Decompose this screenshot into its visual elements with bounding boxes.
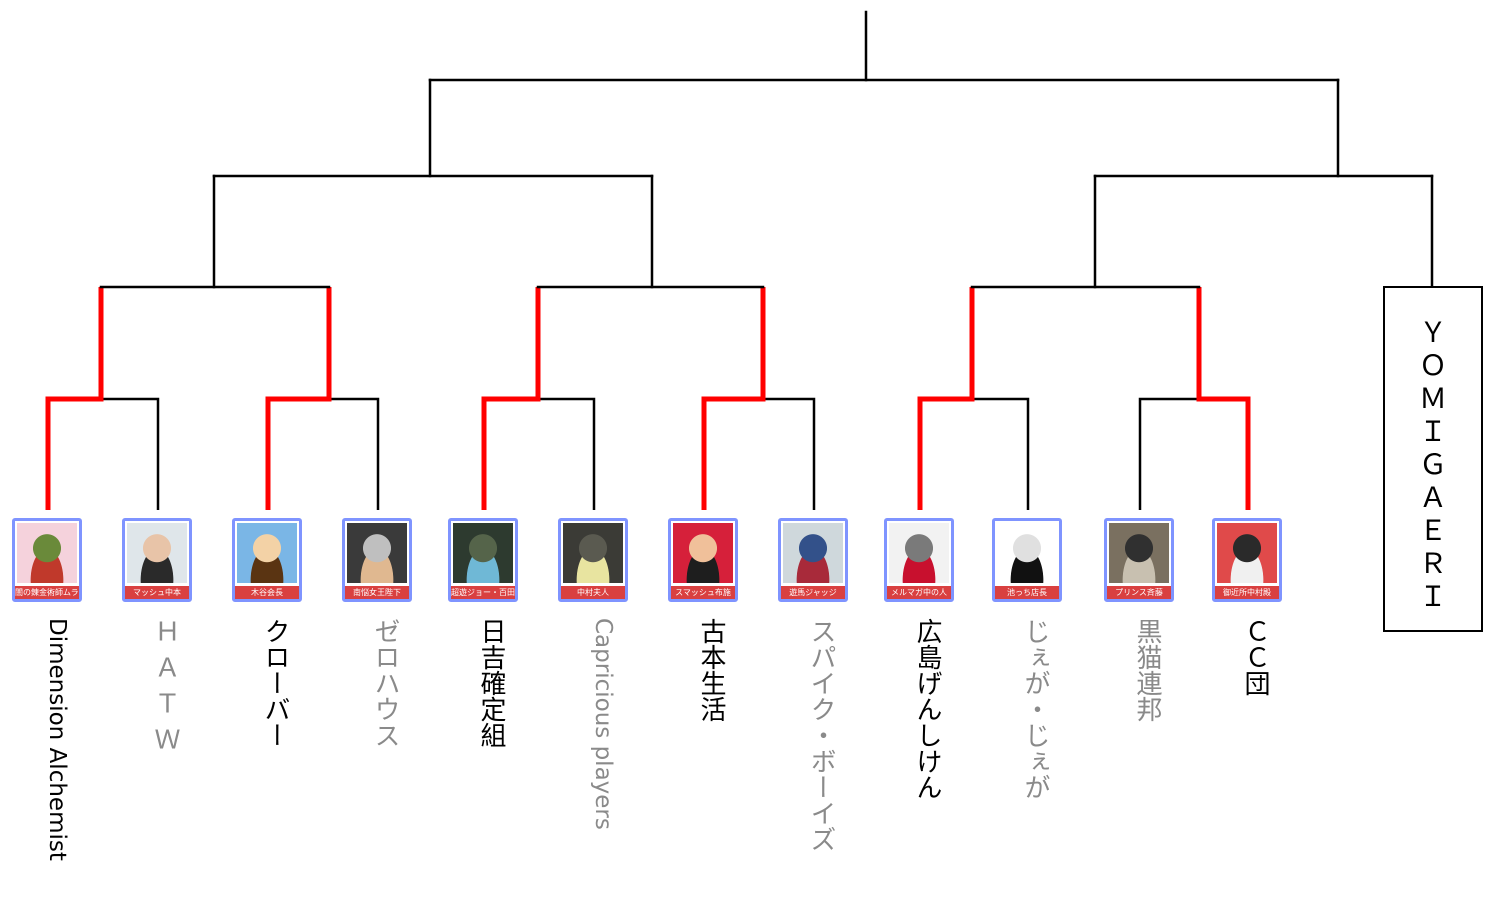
bye-letter: Ｒ [1418,548,1447,579]
entrant-avatar: 南悩女王陛下 [342,518,412,602]
bracket-leg-winner [917,287,975,510]
bracket-leg-winner [481,287,541,510]
bye-letter: Ｏ [1418,350,1447,381]
entrant-team-name: ＨＡＴＷ [150,618,180,762]
bye-letter: Ｍ [1418,383,1447,414]
bracket-leg-loser [763,397,816,510]
avatar-photo [347,523,407,583]
entrant-avatar: 中村夫人 [558,518,628,602]
entrant-avatar: 木谷会長 [232,518,302,602]
entrant-team-name: Dimension Alchemist [44,618,70,861]
entrant-team-name: 広島げんしけん [912,618,942,800]
entrant-avatar: 池っち店長 [992,518,1062,602]
avatar-photo [783,523,843,583]
avatar-nameplate: 南悩女王陛下 [345,586,409,599]
avatar-photo [453,523,513,583]
bracket-leg-loser [972,397,1030,510]
avatar-nameplate: マッシュ中本 [125,586,189,599]
avatar-photo [1217,523,1277,583]
avatar-photo [1109,523,1169,583]
avatar-photo [563,523,623,583]
avatar-photo [997,523,1057,583]
entrant-team-name: じぇが・じぇが [1020,618,1050,800]
entrant-avatar: メルマガ中の人 [884,518,954,602]
avatar-nameplate: スマッシュ布施 [671,586,735,599]
bracket-leg-loser [101,397,160,510]
avatar-nameplate: 中村夫人 [561,586,625,599]
bye-letter: Ｉ [1418,581,1447,612]
avatar-photo [673,523,733,583]
entrant-avatar: 御近所中村殿 [1212,518,1282,602]
bye-letter: Ａ [1418,482,1447,513]
bracket-leg-loser [329,397,380,510]
bracket-leg-loser [538,397,596,510]
entrant-avatar: 闇の錬金術師ムラナコ [12,518,82,602]
avatar-nameplate: プリンス斉藤 [1107,586,1171,599]
entrant-team-name: スパイク・ボーイズ [806,618,836,852]
bracket-leg-loser [1138,397,1199,510]
avatar-nameplate: 御近所中村殿 [1215,586,1279,599]
bye-letter: Ｉ [1418,416,1447,447]
entrant-team-name: Capricious players [590,618,616,830]
avatar-nameplate: 闇の錬金術師ムラナコ [15,586,79,599]
entrant-avatar: スマッシュ布施 [668,518,738,602]
entrant-team-name: クローバー [260,618,290,748]
avatar-photo [237,523,297,583]
avatar-photo [889,523,949,583]
avatar-nameplate: 遊馬ジャッジ [781,586,845,599]
bracket-leg-winner [701,287,766,510]
avatar-nameplate: 池っち店長 [995,586,1059,599]
avatar-photo [127,523,187,583]
avatar-photo [17,523,77,583]
avatar-nameplate: 超遊ジョー・百田 [451,586,515,599]
entrant-team-name: 古本生活 [696,618,726,722]
entrant-avatar: 遊馬ジャッジ [778,518,848,602]
bracket-leg-winner [265,287,332,510]
bracket-leg-winner [45,287,104,510]
entrant-team-name: 日吉確定組 [476,618,506,748]
entrant-team-name: ゼロハウス [370,618,400,748]
bye-letter: Ｇ [1418,449,1447,480]
entrant-avatar: 超遊ジョー・百田 [448,518,518,602]
bracket-leg-winner [1196,287,1251,510]
entrant-avatar: プリンス斉藤 [1104,518,1174,602]
entrant-team-name: ＣＣ団 [1240,618,1270,696]
avatar-nameplate: メルマガ中の人 [887,586,951,599]
bye-letter: Ｅ [1418,515,1447,546]
entrant-team-name: 黒猫連邦 [1132,618,1162,722]
avatar-nameplate: 木谷会長 [235,586,299,599]
entrant-avatar: マッシュ中本 [122,518,192,602]
bye-letter: Ｙ [1418,317,1447,348]
